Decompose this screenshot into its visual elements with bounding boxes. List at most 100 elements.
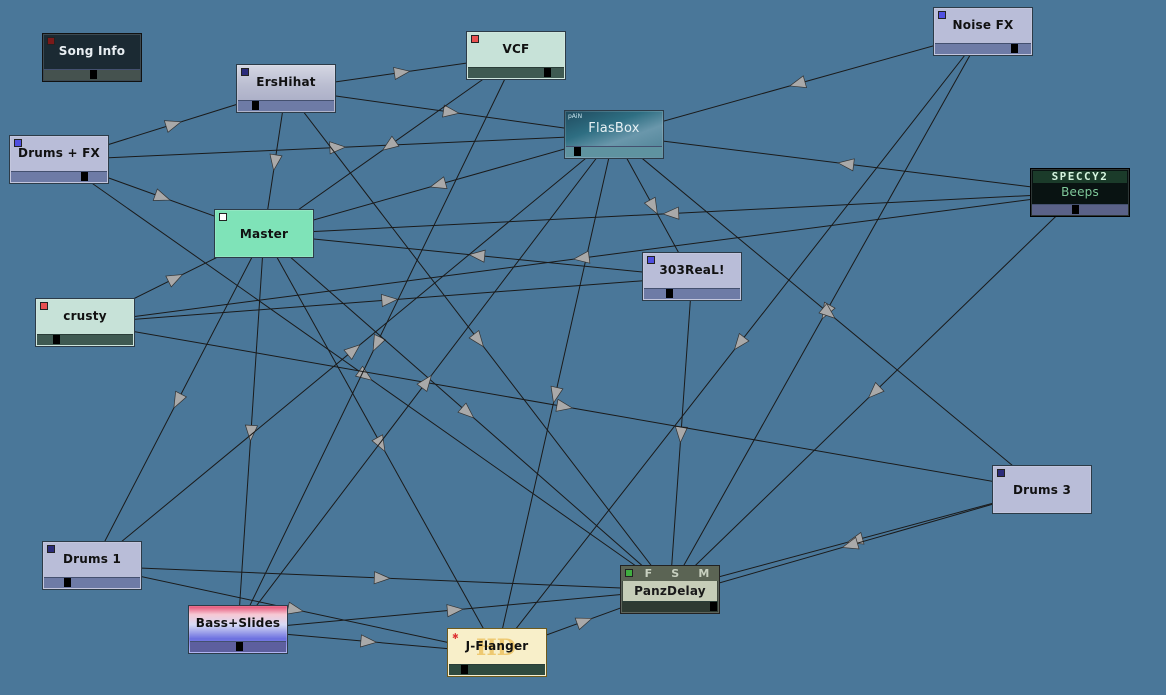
machine-master[interactable]: Master (214, 209, 314, 258)
machine-label: PanzDelay (623, 581, 717, 601)
volume-slider[interactable] (644, 288, 740, 299)
wire-arrow-icon[interactable] (359, 634, 378, 648)
wire-arrow-icon[interactable] (244, 424, 259, 442)
machine-label: J-Flanger (465, 639, 529, 653)
volume-slider[interactable] (11, 171, 107, 182)
volume-knob[interactable] (461, 665, 468, 674)
wire-arrow-icon[interactable] (662, 206, 680, 220)
volume-slider[interactable] (37, 334, 133, 345)
volume-slider[interactable] (935, 43, 1031, 54)
wire-arrow-icon[interactable] (381, 293, 399, 308)
machine-led-icon: ✱ (452, 632, 459, 641)
wire-arrow-icon[interactable] (354, 365, 373, 381)
wire-arrow-icon[interactable] (867, 381, 885, 399)
wire-arrow-icon[interactable] (837, 158, 855, 172)
machine-led-icon (219, 213, 227, 221)
volume-knob[interactable] (1011, 44, 1018, 53)
wire-arrow-icon[interactable] (468, 249, 486, 263)
machine-ershihat[interactable]: ErsHihat (236, 64, 336, 113)
machine-led-icon (647, 256, 655, 264)
fx-button-s[interactable]: S (671, 567, 680, 580)
machine-led-icon (241, 68, 249, 76)
volume-slider[interactable] (44, 69, 140, 80)
machine-noise-fx[interactable]: Noise FX (933, 7, 1033, 56)
volume-knob[interactable] (81, 172, 88, 181)
machine-drums3[interactable]: Drums 3 (992, 465, 1092, 514)
wire-arrow-icon[interactable] (442, 104, 460, 118)
volume-knob[interactable] (53, 335, 60, 344)
wire-arrow-icon[interactable] (643, 196, 658, 215)
wire-arrow-icon[interactable] (152, 188, 171, 201)
wire-arrow-icon[interactable] (674, 426, 689, 444)
machine-bass-slides[interactable]: Bass+Slides (188, 605, 288, 654)
machine-led-icon (938, 11, 946, 19)
machine-crusty[interactable]: crusty (35, 298, 135, 347)
machine-jflanger[interactable]: HD ✱ J-Flanger (447, 628, 547, 677)
wire-arrow-icon[interactable] (550, 385, 564, 404)
volume-knob[interactable] (236, 642, 243, 651)
machine-label: ErsHihat (256, 75, 316, 89)
wire-arrow-icon[interactable] (173, 390, 188, 409)
machine-led-icon (40, 302, 48, 310)
volume-slider[interactable] (190, 641, 286, 652)
wire-arrow-icon[interactable] (572, 250, 591, 264)
wire-arrow-icon[interactable] (373, 571, 391, 585)
wire-arrow-icon[interactable] (269, 153, 283, 172)
machine-label: Drums 3 (1013, 482, 1071, 497)
machine-label: VCF (502, 42, 530, 56)
machine-label: Drums 1 (63, 552, 121, 566)
fx-button-m[interactable]: M (698, 567, 710, 580)
volume-knob[interactable] (1072, 205, 1079, 214)
jflanger-logo-mark: HD (476, 635, 516, 661)
wire-arrow-icon[interactable] (286, 601, 305, 615)
volume-knob[interactable] (252, 101, 259, 110)
volume-knob[interactable] (64, 578, 71, 587)
volume-slider[interactable] (566, 146, 662, 157)
machine-drums-fx[interactable]: Drums + FX (9, 135, 109, 184)
volume-slider[interactable] (449, 664, 545, 675)
wire-arrow-icon[interactable] (429, 176, 448, 189)
machine-vcf[interactable]: VCF (466, 31, 566, 80)
machine-label: Master (239, 226, 289, 241)
volume-slider[interactable] (44, 577, 140, 588)
machine-flasbox[interactable]: pAiN FlasBox (564, 110, 664, 159)
volume-knob[interactable] (90, 70, 97, 79)
volume-slider[interactable] (238, 100, 334, 111)
wire-arrow-icon[interactable] (381, 135, 400, 151)
volume-knob[interactable] (574, 147, 581, 156)
fx-button-f[interactable]: F (644, 567, 653, 580)
volume-knob[interactable] (666, 289, 673, 298)
wire-arrow-icon[interactable] (457, 402, 475, 419)
wire-arrow-icon[interactable] (343, 344, 361, 361)
wire-arrow-icon[interactable] (329, 141, 347, 155)
volume-slider[interactable] (622, 601, 718, 612)
machine-label: Bass+Slides (195, 616, 281, 630)
wire-arrow-icon[interactable] (468, 329, 485, 348)
volume-slider[interactable] (1032, 204, 1128, 215)
wire-arrow-icon[interactable] (574, 617, 593, 631)
wire-arrow-icon[interactable] (733, 332, 750, 351)
wire-arrow-icon[interactable] (393, 66, 411, 81)
wire-arrow-icon[interactable] (163, 120, 183, 133)
machine-panzdelay[interactable]: F S M PanzDelay (620, 565, 720, 614)
wire-arrow-icon[interactable] (416, 374, 433, 393)
volume-knob[interactable] (710, 602, 717, 611)
wire-arrow-icon[interactable] (372, 333, 386, 352)
wire-arrow-icon[interactable] (371, 434, 386, 453)
machine-speccy-beeps[interactable]: SPECCY2 Beeps (1030, 168, 1130, 217)
wire-arrow-icon[interactable] (841, 536, 860, 550)
machine-badge: pAiN (568, 113, 583, 120)
machine-303real[interactable]: 303ReaL! (642, 252, 742, 301)
volume-knob[interactable] (544, 68, 551, 77)
wire-arrow-icon[interactable] (788, 75, 808, 88)
machine-led-icon (997, 469, 1005, 477)
wire-arrow-icon[interactable] (555, 398, 574, 412)
volume-slider[interactable] (468, 67, 564, 78)
wire-arrow-icon[interactable] (818, 302, 836, 319)
machine-song-info[interactable]: Song Info (42, 33, 142, 82)
machine-drums1[interactable]: Drums 1 (42, 541, 142, 590)
wire-arrow-icon[interactable] (165, 274, 184, 288)
wire-arrow-icon[interactable] (446, 604, 464, 618)
